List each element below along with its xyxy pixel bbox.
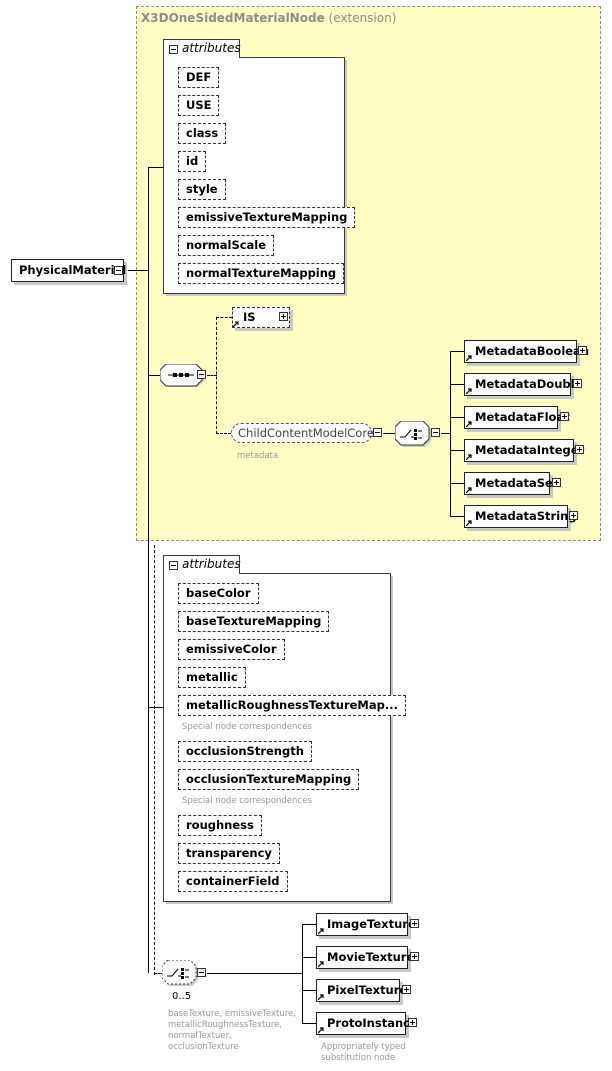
metadata-integer-element[interactable]: MetadataInteger xyxy=(464,439,584,462)
attr-use[interactable]: USE xyxy=(178,95,220,116)
metadata-set-element[interactable]: MetadataSet xyxy=(464,472,558,495)
attr-occlusion-texture-mapping[interactable]: occlusionTextureMapping xyxy=(178,769,360,790)
expand-icon[interactable] xyxy=(578,346,587,355)
collapse-icon[interactable] xyxy=(431,428,440,437)
extension-title: X3DOneSidedMaterialNode (extension) xyxy=(141,11,397,25)
attr-def[interactable]: DEF xyxy=(178,67,220,88)
attr-occlusion-strength[interactable]: occlusionStrength xyxy=(178,741,312,762)
is-element[interactable]: IS xyxy=(232,307,290,328)
reference-arrow-icon xyxy=(233,321,239,327)
root-connector xyxy=(128,270,148,271)
metadata-boolean-element[interactable]: MetadataBoolean xyxy=(464,340,589,363)
metadata-float-element[interactable]: MetadataFloat xyxy=(464,406,570,429)
physical-material-element[interactable]: PhysicalMaterial xyxy=(11,259,126,282)
attr-normal-scale[interactable]: normalScale xyxy=(178,235,275,256)
main-sequence-line xyxy=(148,167,149,973)
pixel-texture-element[interactable]: PixelTexture xyxy=(316,979,407,1002)
attributes-label-2: attributes xyxy=(182,557,241,571)
metadata-string-element[interactable]: MetadataString xyxy=(464,505,577,528)
expand-icon[interactable] xyxy=(402,985,411,994)
child-content-note: metadata xyxy=(237,451,279,461)
special-node-note-2: Special node correspondences xyxy=(182,796,312,806)
collapse-icon[interactable] xyxy=(197,370,206,379)
collapse-icon[interactable] xyxy=(169,561,178,570)
expand-icon[interactable] xyxy=(408,1018,417,1027)
attr-style[interactable]: style xyxy=(178,179,226,200)
substitution-note: Appropriately typed substitution node xyxy=(321,1042,406,1063)
sequence-compositor-icon[interactable] xyxy=(160,364,220,388)
attributes-tab-1 xyxy=(163,39,240,58)
image-texture-element[interactable]: ImageTexture xyxy=(316,913,416,936)
movie-texture-element[interactable]: MovieTexture xyxy=(316,946,414,969)
expand-icon[interactable] xyxy=(560,412,569,421)
special-node-note-1: Special node correspondences xyxy=(182,722,312,732)
proto-instance-element[interactable]: ProtoInstance xyxy=(316,1012,418,1035)
attr-id[interactable]: id xyxy=(178,151,207,172)
attr-container-field[interactable]: containerField xyxy=(178,871,288,892)
texture-choice-compositor-icon[interactable] xyxy=(162,960,202,988)
attr-emissive-color[interactable]: emissiveColor xyxy=(178,639,285,660)
attr-metallic[interactable]: metallic xyxy=(178,667,246,688)
collapse-icon[interactable] xyxy=(169,45,178,54)
collapse-icon[interactable] xyxy=(373,428,382,437)
expand-icon[interactable] xyxy=(279,312,288,321)
expand-icon[interactable] xyxy=(573,379,582,388)
collapse-icon[interactable] xyxy=(114,266,123,275)
expand-icon[interactable] xyxy=(410,919,419,928)
attributes-tab-2 xyxy=(163,555,240,574)
collapse-icon[interactable] xyxy=(197,968,206,977)
child-content-model-core[interactable]: ChildContentModelCore xyxy=(231,423,374,443)
attr-roughness[interactable]: roughness xyxy=(178,815,262,836)
metadata-double-element[interactable]: MetadataDouble xyxy=(464,373,582,396)
expand-icon[interactable] xyxy=(410,952,419,961)
attributes-label-1: attributes xyxy=(182,41,241,55)
attr-base-texture-mapping[interactable]: baseTextureMapping xyxy=(178,611,330,632)
attr-base-color[interactable]: baseColor xyxy=(178,583,259,604)
choice-compositor-icon[interactable] xyxy=(395,421,435,447)
attr-normal-texture-mapping[interactable]: normalTextureMapping xyxy=(178,263,345,284)
attr-class[interactable]: class xyxy=(178,123,227,144)
occurrence-label: 0..5 xyxy=(172,991,192,1002)
attr-emissive-texture-mapping[interactable]: emissiveTextureMapping xyxy=(178,207,356,228)
expand-icon[interactable] xyxy=(552,478,561,487)
texture-note: baseTexture, emissiveTexture, metallicRo… xyxy=(168,1009,296,1052)
attr-transparency[interactable]: transparency xyxy=(178,843,280,864)
expand-icon[interactable] xyxy=(575,445,584,454)
attr-metallic-roughness-texture-mapping[interactable]: metallicRoughnessTextureMap... xyxy=(178,695,406,716)
expand-icon[interactable] xyxy=(569,511,578,520)
attributes-group-1 xyxy=(163,57,345,294)
